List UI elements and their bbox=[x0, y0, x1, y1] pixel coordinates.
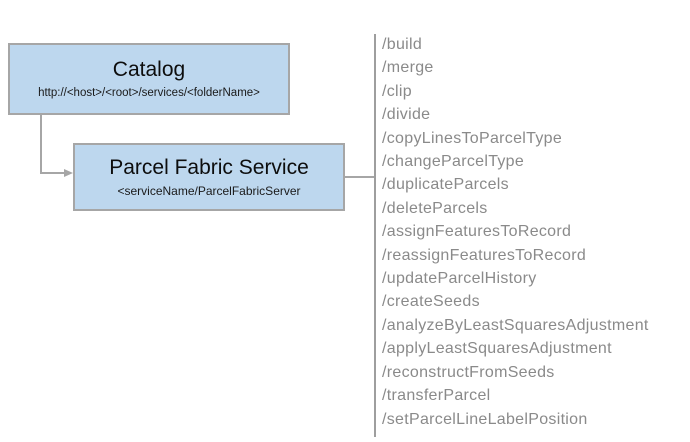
endpoint-item: /merge bbox=[382, 59, 434, 77]
endpoint-item: /reassignFeaturesToRecord bbox=[382, 246, 587, 264]
endpoint-item: /copyLinesToParcelType bbox=[382, 129, 563, 147]
endpoint-item: /updateParcelHistory bbox=[382, 270, 537, 288]
endpoint-item: /divide bbox=[382, 106, 431, 124]
parcel-fabric-service-node: Parcel Fabric Service <serviceName/Parce… bbox=[73, 143, 345, 211]
endpoint-item: /clip bbox=[382, 82, 412, 100]
endpoint-item: /analyzeByLeastSquaresAdjustment bbox=[382, 316, 649, 334]
endpoint-item: /createSeeds bbox=[382, 293, 480, 311]
catalog-title: Catalog bbox=[112, 58, 186, 81]
endpoint-item: /setParcelLineLabelPosition bbox=[382, 410, 588, 428]
service-title: Parcel Fabric Service bbox=[109, 156, 309, 179]
endpoints-divider-line bbox=[374, 34, 376, 437]
endpoint-item: /changeParcelType bbox=[382, 153, 525, 171]
endpoint-item: /applyLeastSquaresAdjustment bbox=[382, 340, 612, 358]
service-url-pattern: <serviceName/ParcelFabricServer bbox=[117, 184, 301, 198]
endpoint-list: /build /merge /clip /divide /copyLinesTo… bbox=[382, 33, 649, 431]
endpoint-item: /deleteParcels bbox=[382, 199, 488, 217]
endpoint-item: /build bbox=[382, 36, 423, 53]
endpoint-item: /duplicateParcels bbox=[382, 176, 509, 194]
endpoint-item: /reconstructFromSeeds bbox=[382, 363, 555, 381]
arrowhead-right-icon bbox=[64, 168, 73, 177]
catalog-url-pattern: http://<host>/<root>/services/<folderNam… bbox=[38, 87, 260, 99]
service-to-endpoints-connector-line bbox=[345, 176, 374, 178]
catalog-node: Catalog http://<host>/<root>/services/<f… bbox=[8, 43, 290, 115]
endpoint-item: /assignFeaturesToRecord bbox=[382, 223, 572, 241]
catalog-connector-vertical-line bbox=[40, 115, 42, 174]
catalog-connector-horizontal-line bbox=[40, 172, 65, 174]
endpoint-item: /transferParcel bbox=[382, 387, 491, 405]
